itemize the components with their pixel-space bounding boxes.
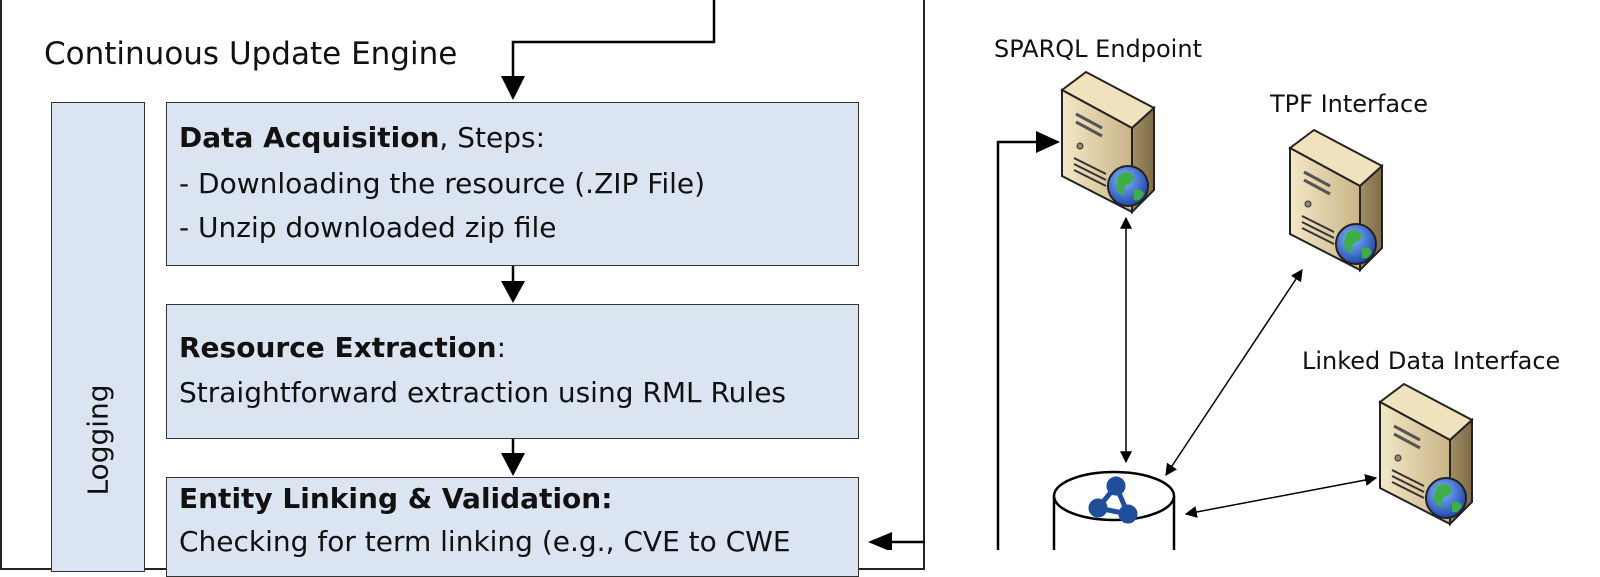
flow-arrowhead-1 <box>501 281 525 303</box>
data-acquisition-line-2: - Unzip downloaded zip file <box>179 211 557 244</box>
graph-icon <box>1088 476 1138 524</box>
tpf-interface-label: TPF Interface <box>1270 90 1429 118</box>
linked-data-server-icon <box>1378 382 1474 526</box>
resource-extraction-heading: Resource Extraction: <box>179 331 506 364</box>
resource-extraction-step <box>166 304 859 439</box>
input-arrowhead <box>501 76 525 100</box>
sparql-endpoint-label: SPARQL Endpoint <box>994 35 1202 63</box>
linked-data-store-link <box>1184 474 1378 518</box>
sparql-feed-connector <box>996 140 1040 550</box>
engine-title: Continuous Update Engine <box>44 36 458 72</box>
sparql-feed-arrowhead <box>1036 131 1060 153</box>
flow-arrowhead-2 <box>501 453 525 476</box>
tpf-server-icon <box>1288 128 1384 272</box>
data-acquisition-line-1: - Downloading the resource (.ZIP File) <box>179 167 706 200</box>
sparql-server-icon <box>1060 70 1156 214</box>
input-connector <box>511 0 716 82</box>
data-acquisition-step <box>166 102 859 266</box>
entity-linking-heading: Entity Linking & Validation: <box>179 482 613 515</box>
tpf-store-link <box>1165 269 1303 476</box>
resource-extraction-line-1: Straightforward extraction using RML Rul… <box>179 376 787 409</box>
linked-data-interface-label: Linked Data Interface <box>1302 347 1561 375</box>
data-acquisition-heading: Data Acquisition, Steps: <box>179 121 545 154</box>
connector-layer <box>501 0 1474 550</box>
logging-panel <box>51 102 145 572</box>
triple-store-cylinder-top <box>1052 470 1176 522</box>
return-arrowhead <box>868 532 892 550</box>
